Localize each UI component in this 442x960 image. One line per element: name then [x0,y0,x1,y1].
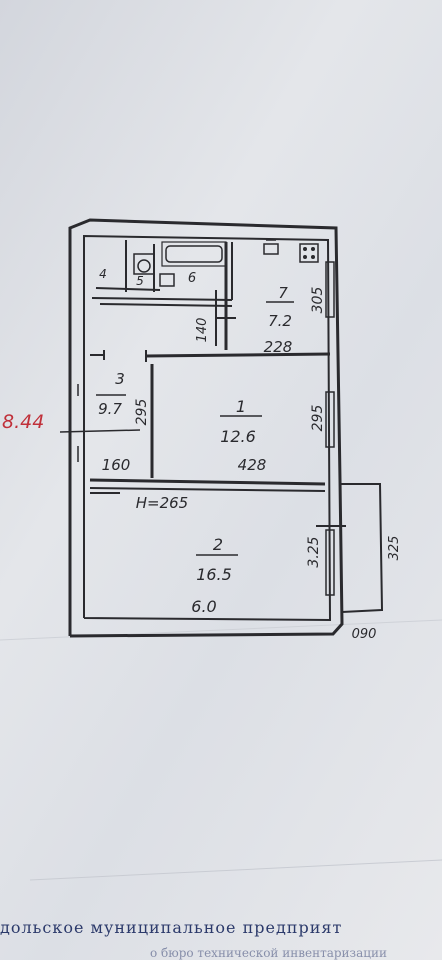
outer-wall [68,218,344,638]
dimension-line [59,429,141,433]
room-1-width: 428 [238,456,267,474]
room-7-number: 7 [278,284,288,302]
room-3-area: 9.7 [98,400,122,418]
paper-fold [29,859,442,881]
room-3-number: 3 [115,370,125,388]
sink-icon [159,273,175,287]
fraction-bar [96,301,294,556]
room-2-width: 6.0 [191,597,216,616]
ceiling-height: H=265 [136,494,188,512]
room-1-height: 295 [310,405,326,432]
red-handwritten-note: 8.44 [2,411,44,433]
room-1-number: 1 [236,397,246,416]
balcony-length: 325 [387,536,402,561]
footer-organization-line-2: о бюро технической инвентаризации [150,946,387,960]
toilet-icon [133,253,155,275]
footer-organization-line: дольское муниципальное предприят [0,918,343,937]
door-mark [90,317,346,527]
interior-wall [89,240,331,492]
kitchen-sink-icon [263,239,279,255]
room-3-height: 295 [134,399,150,426]
room-4-number: 4 [99,267,107,281]
room-2-height: 3.25 [306,536,322,567]
bathtub-icon [161,241,227,267]
window [325,261,335,596]
balcony [340,483,384,613]
room-2-number: 2 [213,535,223,554]
room-7-width: 228 [264,338,293,356]
room-5-number: 5 [136,274,144,288]
room-7-area: 7.2 [268,312,292,330]
room-2-area: 16.5 [196,565,232,584]
room-6-number: 6 [188,271,196,286]
stove-icon [299,243,319,263]
room-1-area: 12.6 [220,427,256,446]
hallway-dimension: 140 [195,318,210,343]
room-3-width: 160 [102,456,131,474]
balcony-depth: 090 [352,627,377,642]
room-7-height: 305 [310,287,326,314]
